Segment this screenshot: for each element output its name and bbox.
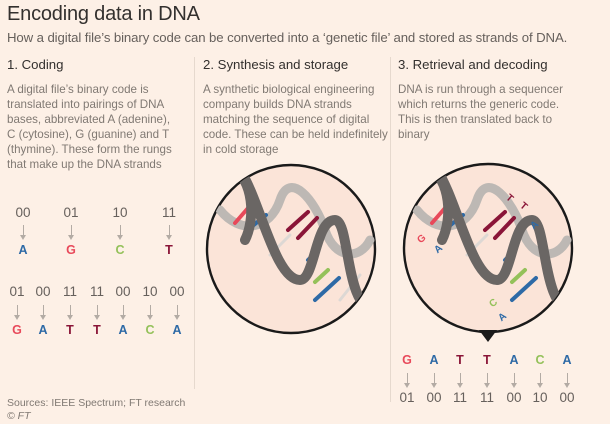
- dna-helix-illustration: [205, 163, 377, 335]
- bits-label: 00: [115, 284, 131, 299]
- down-arrow-icon: [12, 305, 22, 321]
- panel-heading-retrieval: 3. Retrieval and decoding: [398, 57, 548, 72]
- base-label-g: G: [12, 323, 22, 337]
- bits-label: 11: [479, 390, 494, 405]
- down-arrow-icon: [482, 373, 492, 389]
- down-arrow-icon: [562, 373, 572, 389]
- bits-label: 00: [15, 205, 31, 220]
- bits-label: 11: [452, 390, 467, 405]
- bits-label: 01: [399, 390, 415, 405]
- base-label-a: A: [509, 353, 519, 367]
- bits-label: 00: [559, 390, 575, 405]
- down-arrow-icon: [455, 373, 465, 389]
- down-arrow-icon: [509, 373, 519, 389]
- panel-body-synthesis: A synthetic biological engineering compa…: [203, 83, 388, 156]
- base-label-t: T: [483, 353, 491, 367]
- down-arrow-icon: [172, 305, 182, 321]
- base-label-g: G: [402, 353, 412, 367]
- bits-label: 00: [169, 284, 185, 299]
- down-arrow-icon: [66, 225, 76, 241]
- page-subtitle: How a digital file’s binary code can be …: [7, 30, 568, 45]
- base-label-c: C: [535, 353, 545, 367]
- base-label-a: A: [562, 353, 572, 367]
- down-arrow-icon: [92, 305, 102, 321]
- sources-note: Sources: IEEE Spectrum; FT research: [7, 397, 186, 409]
- base-label-t: T: [456, 353, 464, 367]
- base-label-t: T: [93, 323, 101, 337]
- base-label-g: G: [66, 243, 76, 257]
- base-label-c: C: [145, 323, 155, 337]
- base-label-a: A: [38, 323, 48, 337]
- base-label-a: A: [118, 323, 128, 337]
- down-arrow-icon: [38, 305, 48, 321]
- copyright-note: © FT: [7, 410, 31, 422]
- bits-label: 11: [62, 284, 77, 299]
- bits-label: 00: [35, 284, 51, 299]
- panel-body-retrieval: DNA is run through a sequencer which ret…: [398, 83, 563, 141]
- down-arrow-icon: [118, 305, 128, 321]
- base-label-c: C: [115, 243, 125, 257]
- column-divider: [390, 57, 391, 402]
- base-label-a: A: [18, 243, 28, 257]
- down-arrow-icon: [65, 305, 75, 321]
- down-arrow-icon: [402, 373, 412, 389]
- down-arrow-icon: [429, 373, 439, 389]
- dna-sequencing-illustration: G A T T A C A: [402, 162, 574, 342]
- base-label-a: A: [429, 353, 439, 367]
- bits-label: 01: [63, 205, 79, 220]
- bits-label: 01: [9, 284, 25, 299]
- bits-label: 00: [426, 390, 442, 405]
- bits-label: 11: [89, 284, 104, 299]
- bits-label: 10: [142, 284, 158, 299]
- down-arrow-icon: [164, 225, 174, 241]
- bits-label: 10: [532, 390, 548, 405]
- down-arrow-icon: [115, 225, 125, 241]
- helix-label-t: T: [503, 192, 515, 204]
- helix-label-t: T: [517, 200, 529, 212]
- pointer-icon: [479, 330, 497, 342]
- base-label-t: T: [165, 243, 173, 257]
- panel-heading-synthesis: 2. Synthesis and storage: [203, 57, 349, 72]
- bits-label: 11: [161, 205, 176, 220]
- bits-label: 00: [506, 390, 522, 405]
- column-divider: [194, 57, 195, 389]
- down-arrow-icon: [18, 225, 28, 241]
- down-arrow-icon: [145, 305, 155, 321]
- base-label-t: T: [66, 323, 74, 337]
- bits-label: 10: [112, 205, 128, 220]
- page-title: Encoding data in DNA: [7, 3, 200, 25]
- panel-heading-coding: 1. Coding: [7, 57, 64, 72]
- down-arrow-icon: [535, 373, 545, 389]
- panel-body-coding: A digital file’s binary code is translat…: [7, 83, 172, 171]
- base-label-a: A: [172, 323, 182, 337]
